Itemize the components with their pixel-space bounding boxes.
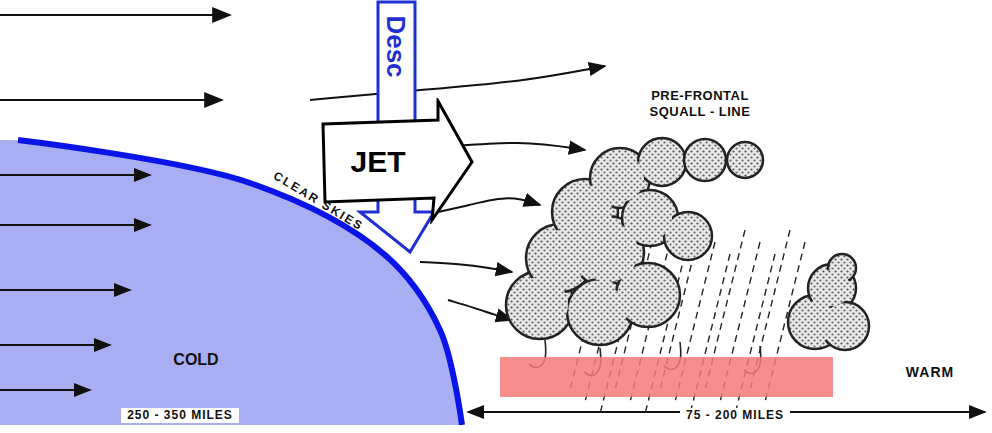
- gust-band: [500, 357, 833, 397]
- region-label: COLD: [173, 351, 218, 369]
- dimension-label: 250 - 350 MILES: [121, 408, 239, 423]
- wind-arrow: [0, 289, 130, 291]
- wind-arrow: [0, 224, 150, 226]
- dimension-label-holder: 75 - 200 MILES: [680, 405, 790, 423]
- jet-arrow: JET: [320, 98, 476, 224]
- cumulonimbus-cloud: [506, 138, 869, 350]
- wind-arrow: [0, 344, 110, 346]
- arrow-label: JET: [350, 145, 405, 179]
- streamline-arrow: [420, 262, 512, 272]
- dimension-label-holder: 250 - 350 MILES: [121, 405, 239, 423]
- warm-air-label-holder: WARM: [906, 363, 954, 382]
- warm-air-label: WARM: [906, 364, 954, 382]
- wind-arrow: [0, 14, 230, 16]
- squall-line-label: PRE-FRONTAL SQUALL - LINE: [640, 88, 760, 121]
- squall-line-label-holder: PRE-FRONTAL SQUALL - LINE: [640, 88, 760, 121]
- dimension-label: 75 - 200 MILES: [680, 408, 790, 423]
- streamline-arrow: [448, 300, 512, 320]
- wind-arrow: [0, 389, 90, 391]
- arrow-label: Desc: [380, 15, 411, 77]
- wind-arrow: [0, 174, 150, 176]
- wind-arrow: [0, 99, 222, 101]
- streamline-arrow: [310, 66, 605, 100]
